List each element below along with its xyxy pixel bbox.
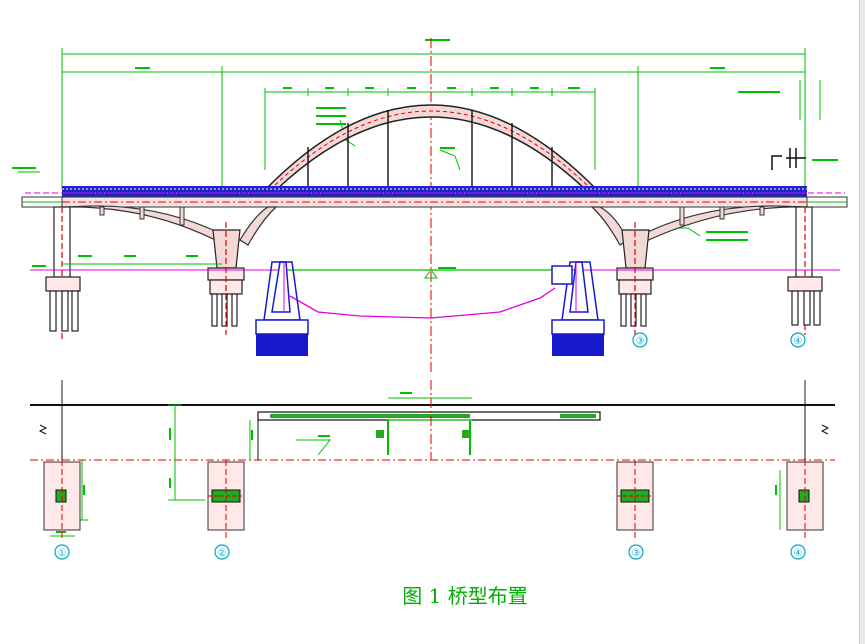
pile-cap-plan-1: [43, 460, 81, 540]
axis-label-4: ④: [794, 548, 803, 559]
pile-cap-plan-3: [616, 460, 654, 540]
plan-deck-structure: [257, 392, 601, 460]
side-span-lower-arches: [61, 205, 808, 246]
axis-label-4-elevation: ④: [794, 336, 803, 347]
pile-cap-plan-2: [207, 460, 245, 540]
pier-1-elevation: [45, 206, 81, 340]
pier-4-elevation: [787, 206, 823, 335]
axis-markers-plan: [54, 544, 806, 560]
elevation-view: [12, 38, 848, 372]
pile-cap-plan-4: [786, 460, 824, 540]
arch-hangers: [307, 110, 553, 188]
overall-dimension-lines: [61, 48, 806, 190]
window-edge: [859, 0, 865, 644]
seabed-profile: [289, 287, 556, 319]
figure-caption: 图 1 桥型布置: [402, 584, 527, 608]
cofferdam-right: [551, 261, 605, 356]
axis-labels: ③ ④ ① ② ③ ④: [58, 336, 803, 559]
axis-label-3-elevation: ③: [636, 336, 645, 347]
cofferdam-left: [255, 261, 309, 356]
pier-2-elevation: [207, 222, 245, 335]
axis-markers-elevation: [632, 332, 806, 348]
dimension-text-marks: [12, 39, 838, 269]
water-level: [30, 263, 840, 279]
axis-label-1: ①: [58, 548, 67, 559]
pier-3-elevation: [616, 222, 654, 335]
plan-view: [30, 380, 835, 540]
abutment-marker: [771, 148, 806, 170]
axis-label-2: ②: [218, 548, 227, 559]
axis-label-3: ③: [632, 548, 641, 559]
plan-dimensions: [50, 404, 781, 537]
plan-dimension-text-marks: [56, 428, 777, 533]
bridge-deck: [21, 186, 848, 208]
spandrel-columns: [99, 206, 765, 226]
